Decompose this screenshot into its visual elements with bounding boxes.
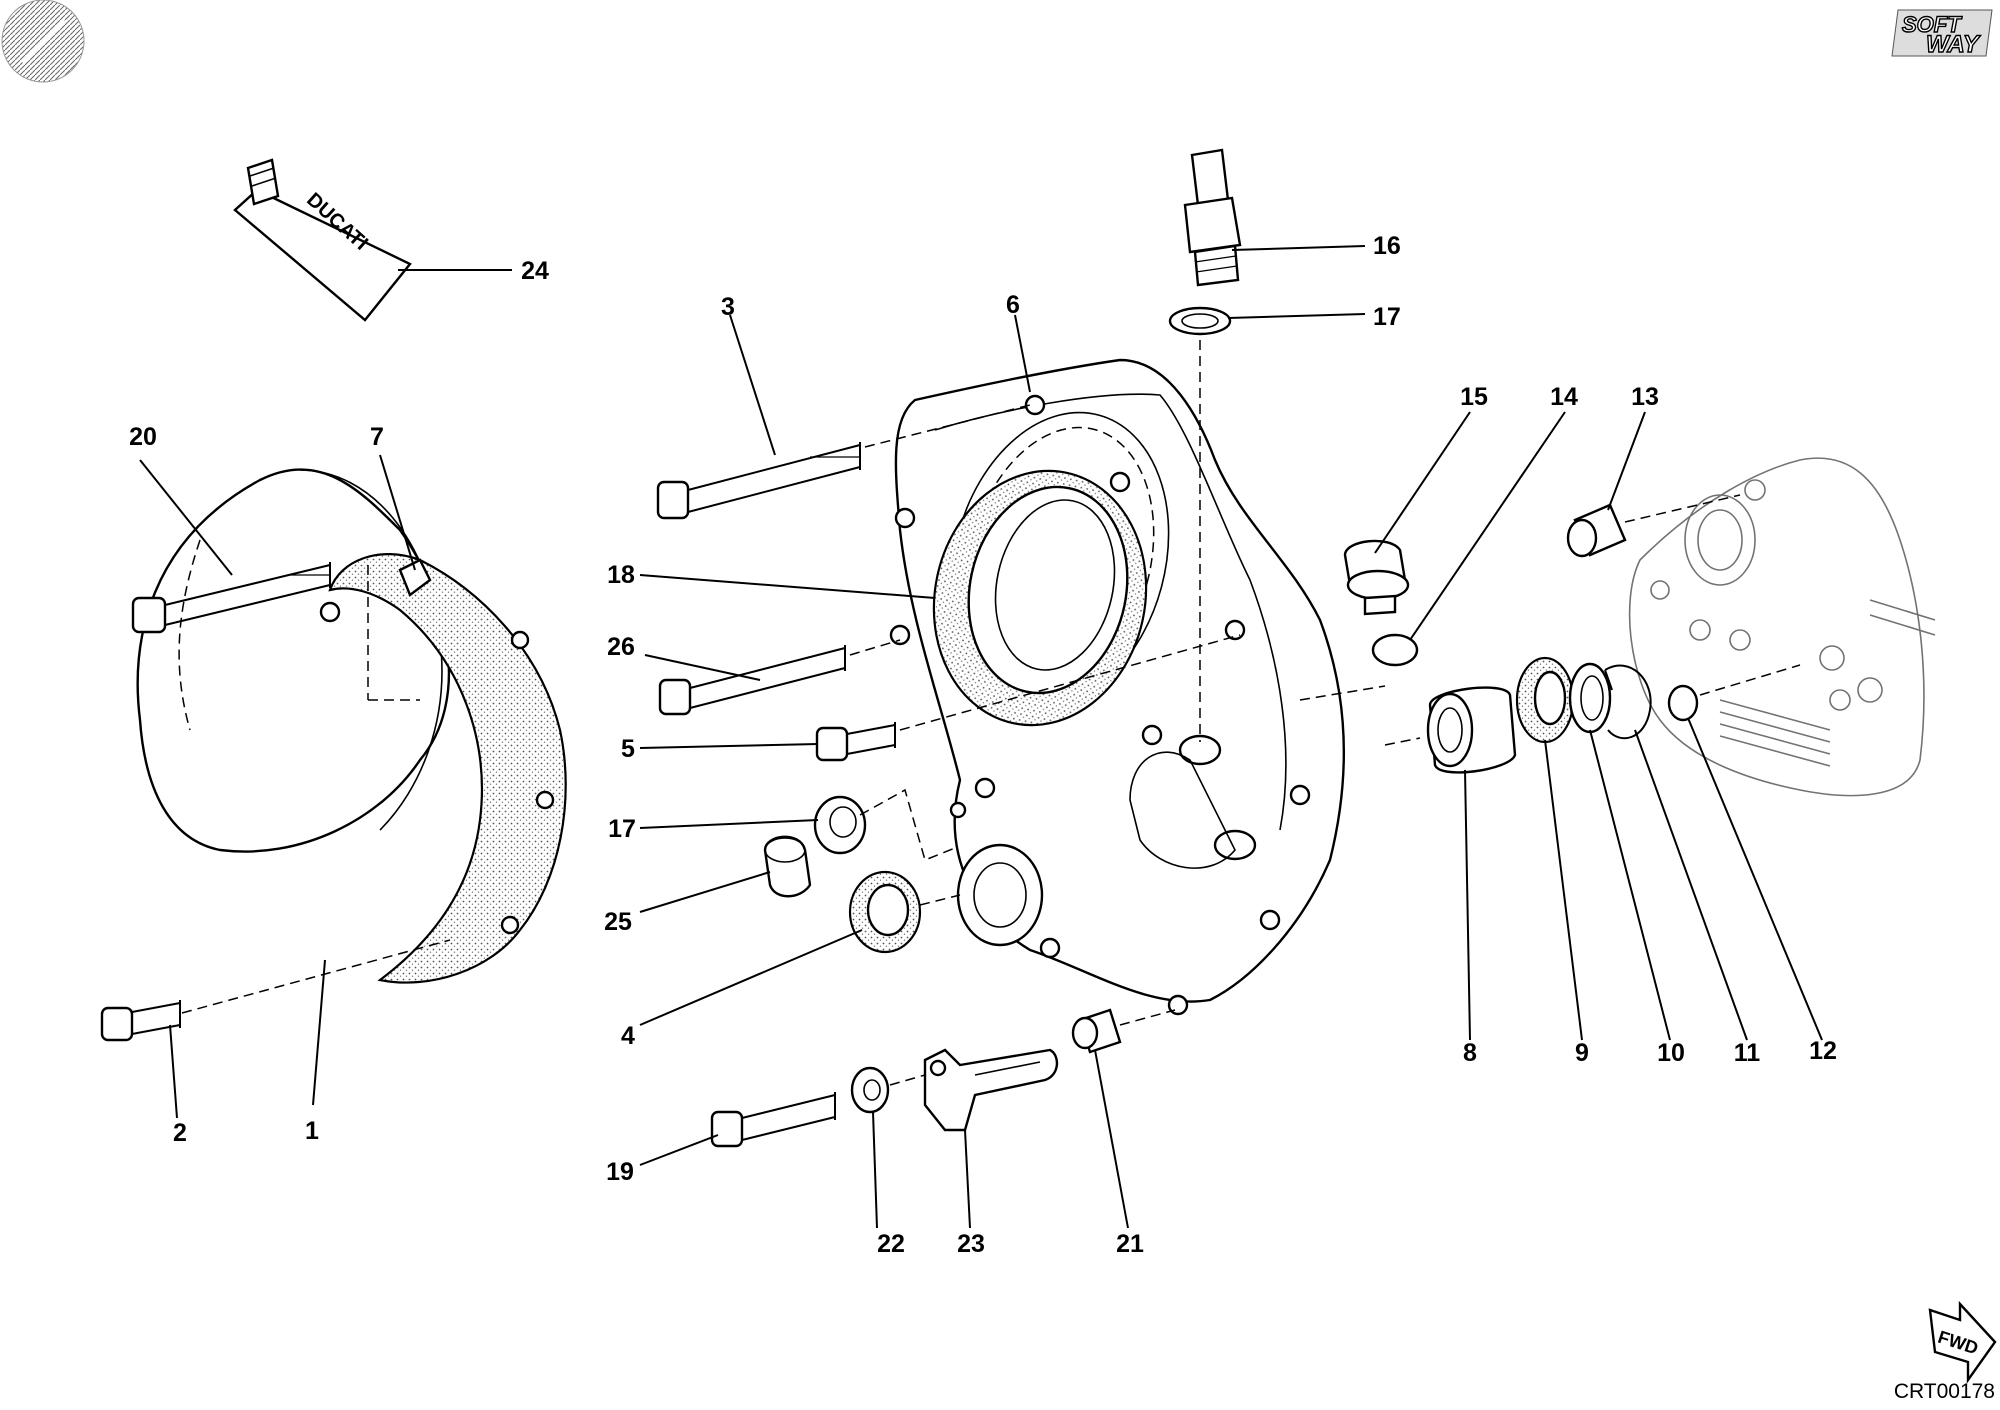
callout-17-left: 17 xyxy=(608,815,636,843)
sensor-part-16 xyxy=(1183,148,1242,287)
callout-9: 9 xyxy=(1575,1039,1589,1067)
callout-17-top: 17 xyxy=(1373,303,1401,331)
callout-6: 6 xyxy=(1006,291,1020,319)
drawing-code: CRT00178 xyxy=(1894,1380,1995,1403)
callout-5: 5 xyxy=(621,735,635,763)
callout-8: 8 xyxy=(1463,1039,1477,1067)
callout-4: 4 xyxy=(621,1022,635,1050)
callout-21: 21 xyxy=(1116,1230,1144,1258)
callout-18: 18 xyxy=(607,561,635,589)
o-ring-part-14 xyxy=(1371,633,1419,667)
callout-14: 14 xyxy=(1550,383,1578,411)
clutch-cover-part-1 xyxy=(136,468,461,951)
callout-2: 2 xyxy=(173,1119,187,1147)
callout-10: 10 xyxy=(1657,1039,1685,1067)
leader-lines xyxy=(139,245,1823,1229)
washer-part-17-left xyxy=(813,795,867,855)
screw-part-5 xyxy=(815,722,896,762)
callout-25: 25 xyxy=(604,908,632,936)
o-ring-part-12 xyxy=(1667,684,1699,722)
sleeve-part-8 xyxy=(1426,686,1517,774)
callout-23: 23 xyxy=(957,1230,985,1258)
callout-15: 15 xyxy=(1460,383,1488,411)
gasket-part-7 xyxy=(328,553,567,984)
callout-24: 24 xyxy=(521,257,549,285)
softway-logo: SOFT WAY xyxy=(1891,9,1993,59)
callout-22: 22 xyxy=(877,1230,905,1258)
callout-12: 12 xyxy=(1809,1037,1837,1065)
filler-plug-part-15 xyxy=(1343,539,1410,616)
seal-part-18 xyxy=(932,469,1148,727)
washer-part-22 xyxy=(850,1066,890,1114)
callout-13: 13 xyxy=(1631,383,1659,411)
washer-part-10 xyxy=(1568,662,1612,734)
washer-part-17-top xyxy=(1168,306,1232,336)
logo-text-top: SOFT xyxy=(1902,12,1962,37)
callout-16: 16 xyxy=(1373,232,1401,260)
screw-part-26 xyxy=(658,645,846,716)
screw-part-20 xyxy=(131,562,331,634)
bracket-part-23 xyxy=(923,1048,1059,1132)
callout-11: 11 xyxy=(1734,1039,1761,1067)
corner-badge-icon xyxy=(1,0,85,83)
callout-19: 19 xyxy=(606,1158,634,1186)
spacer-part-21 xyxy=(1071,1008,1122,1054)
callout-1: 1 xyxy=(305,1117,319,1145)
bushing-part-13 xyxy=(1566,503,1627,558)
seal-part-4 xyxy=(848,870,922,954)
seal-part-9 xyxy=(1515,656,1575,744)
callout-3: 3 xyxy=(721,293,735,321)
screw-part-3 xyxy=(656,442,861,520)
plug-part-25 xyxy=(763,835,812,898)
callout-26: 26 xyxy=(607,633,635,661)
screw-part-2 xyxy=(100,1000,181,1042)
logo-text-bottom: WAY xyxy=(1926,31,1981,58)
circlip-part-11 xyxy=(1604,664,1652,740)
sealant-tube-part-24: DUCATI xyxy=(233,158,412,322)
engine-case-background xyxy=(1628,457,1936,797)
screw-part-19 xyxy=(710,1092,836,1148)
forward-arrow-icon: FWD xyxy=(1928,1300,1997,1384)
callout-7: 7 xyxy=(370,423,384,451)
callout-20: 20 xyxy=(129,423,157,451)
